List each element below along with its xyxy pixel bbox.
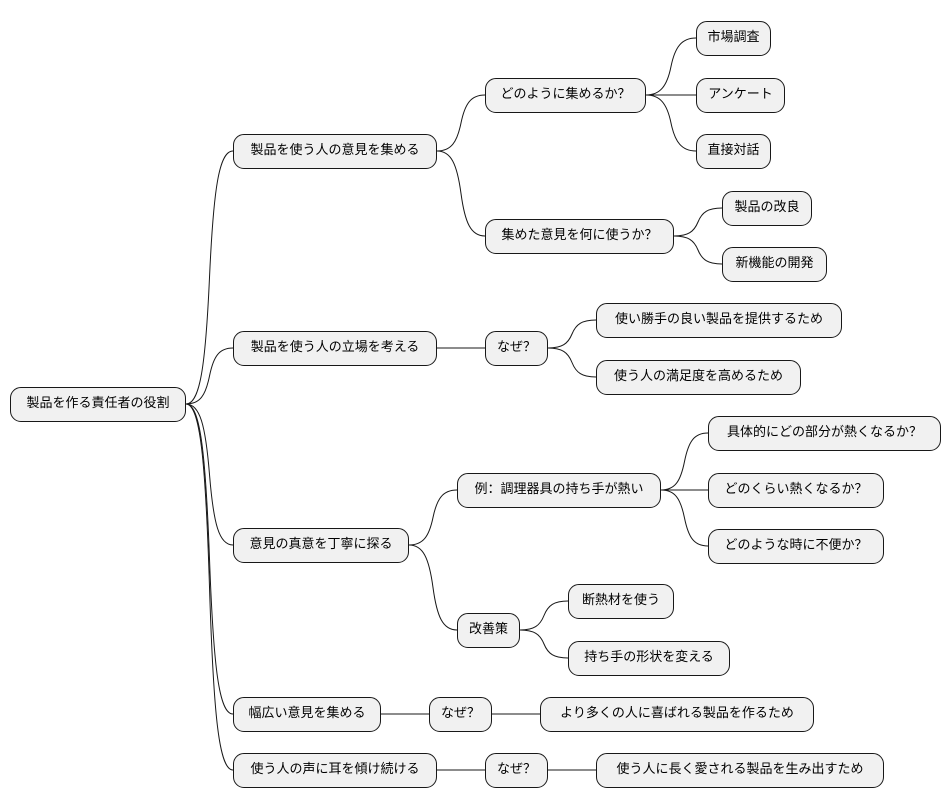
edge-n3b-n3b2: [519, 629, 569, 659]
mindmap-node-n5: 使う人の声に耳を傾け続ける: [233, 752, 437, 788]
edge-root-n2: [185, 347, 234, 405]
mindmap-node-n1b: 集めた意見を何に使うか？: [485, 218, 674, 254]
mindmap-node-n3b1: 断熱材を使う: [568, 583, 674, 619]
mindmap-node-n1a: どのように集めるか？: [485, 77, 646, 113]
edge-n3a-n3a1: [660, 432, 709, 491]
mindmap-node-n2a2: 使う人の満足度を高めるため: [596, 359, 801, 395]
mindmap-node-n3a: 例：調理器具の持ち手が熱い: [457, 472, 661, 508]
edge-root-n3: [185, 403, 234, 546]
mindmap-node-n4a1: より多くの人に喜ばれる製品を作るため: [540, 696, 814, 732]
mindmap-node-n1: 製品を使う人の意見を集める: [233, 133, 437, 169]
mindmap-node-n2a: なぜ？: [485, 330, 548, 366]
mindmap-root-node: 製品を作る責任者の役割: [10, 386, 186, 422]
mindmap-node-n3b: 改善策: [457, 612, 520, 648]
edge-n3a-n3a3: [660, 489, 709, 547]
mindmap-node-n2a1: 使い勝手の良い製品を提供するため: [596, 302, 842, 338]
edge-n1a-n1a1: [645, 37, 697, 96]
edge-n1-n1b: [436, 150, 486, 237]
edge-n3-n3a: [408, 489, 458, 546]
mindmap-node-n1a2: アンケート: [696, 77, 785, 113]
edge-root-n1: [185, 150, 234, 405]
mindmap-node-n5a1: 使う人に長く愛される製品を生み出すため: [596, 752, 884, 788]
mindmap-node-n1a1: 市場調査: [696, 20, 771, 56]
mindmap-node-n3a3: どのような時に不便か？: [708, 528, 884, 564]
mindmap-node-n1b2: 新機能の開発: [722, 246, 827, 282]
mindmap-node-n3a2: どのくらい熱くなるか？: [708, 472, 884, 508]
mindmap-node-n2: 製品を使う人の立場を考える: [233, 330, 437, 366]
edge-n1b-n1b2: [673, 235, 723, 265]
edge-root-n5: [185, 403, 234, 771]
edge-root-n4: [185, 403, 234, 715]
edge-n1a-n1a3: [645, 94, 697, 152]
mindmap-node-n4a: なぜ？: [429, 696, 492, 732]
edge-n3b-n3b1: [519, 600, 569, 631]
mindmap-node-n1a3: 直接対話: [696, 133, 771, 169]
mindmap-node-n1b1: 製品の改良: [722, 190, 812, 226]
edge-n1b-n1b1: [673, 207, 723, 237]
edge-n3-n3b: [408, 544, 458, 631]
edge-n2a-n2a2: [547, 347, 597, 378]
mindmap-node-n4: 幅広い意見を集める: [233, 696, 381, 732]
mindmap-node-n3: 意見の真意を丁寧に探る: [233, 527, 409, 563]
edge-n2a-n2a1: [547, 319, 597, 349]
mindmap-node-n3a1: 具体的にどの部分が熱くなるか？: [708, 415, 941, 451]
edge-n1-n1a: [436, 94, 486, 152]
mindmap-node-n5a: なぜ？: [485, 752, 548, 788]
mindmap-node-n3b2: 持ち手の形状を変える: [568, 640, 730, 676]
